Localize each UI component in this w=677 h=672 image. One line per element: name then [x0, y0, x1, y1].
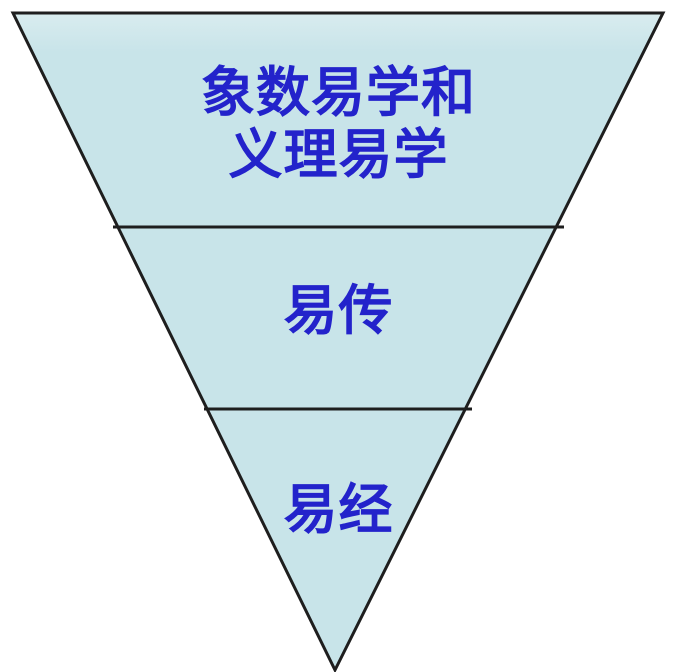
inverted-triangle-shape	[10, 11, 666, 672]
